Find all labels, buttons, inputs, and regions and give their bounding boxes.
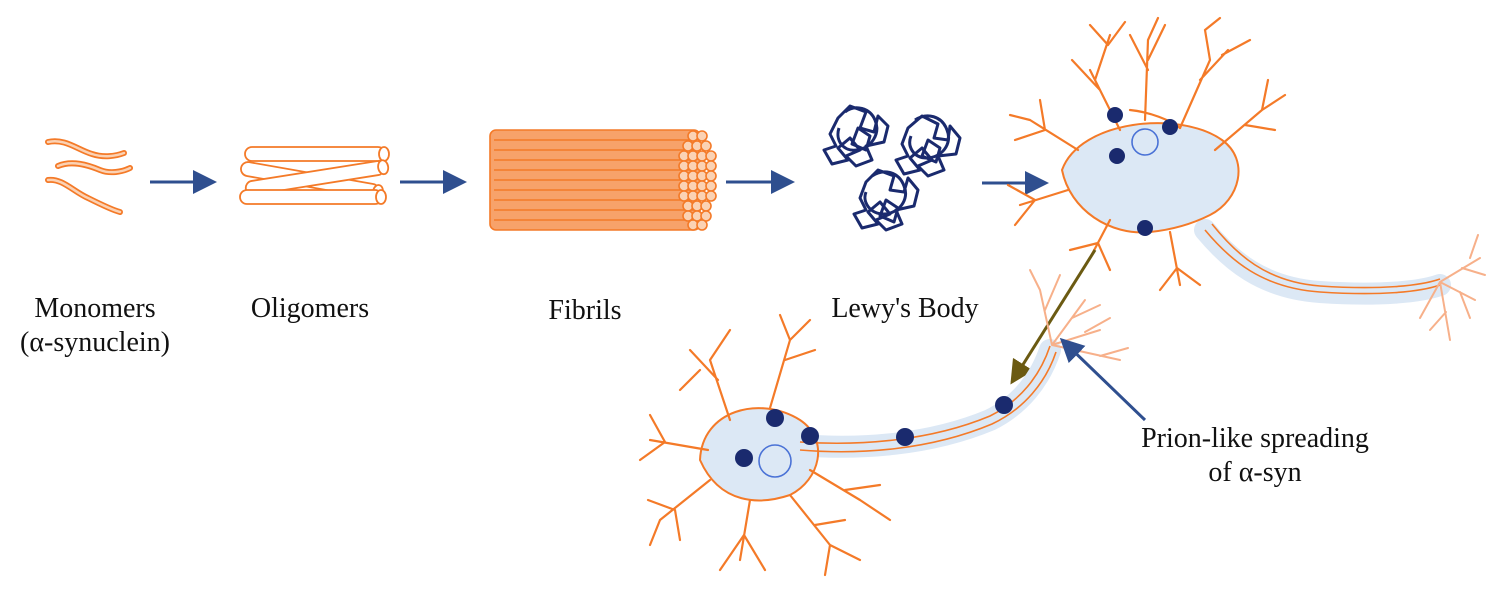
label-spread-line2: of α-syn (1208, 457, 1302, 488)
fibrils-icon (489, 129, 717, 231)
label-fibrils: Fibrils (548, 295, 622, 326)
label-lewy-body: Lewy's Body (831, 293, 979, 324)
label-monomers-line1: Monomers (34, 293, 156, 324)
label-monomers-line2: (α-synuclein) (20, 327, 170, 358)
arrow-pointer-spreading (1059, 337, 1147, 422)
neuron-upper-icon (1006, 16, 1486, 341)
label-monomers: Monomers (α-synuclein) (20, 292, 170, 360)
lewy-body-icon (822, 104, 962, 232)
label-oligomers: Oligomers (250, 293, 370, 324)
process-arrows (150, 170, 1049, 195)
monomers-icon (45, 138, 133, 215)
neuron-lower-icon (638, 269, 1129, 577)
label-prion-spreading: Prion-like spreading of α-syn (1110, 422, 1400, 490)
oligomers-icon (239, 146, 390, 205)
label-spread-line1: Prion-like spreading (1141, 423, 1369, 454)
arrow-spread-olive (1010, 249, 1097, 385)
